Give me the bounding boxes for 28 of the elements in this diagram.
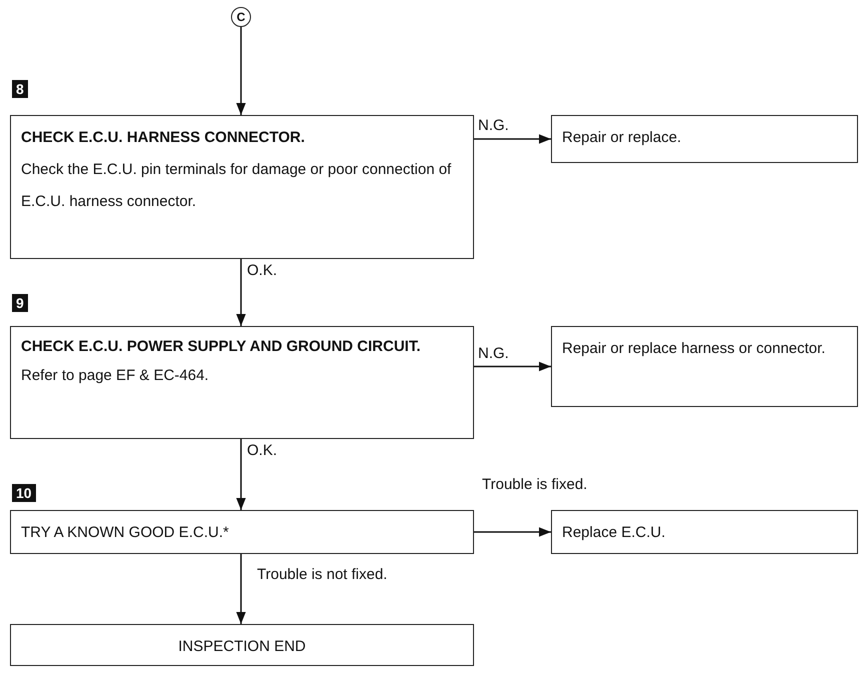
box-text: TRY A KNOWN GOOD E.C.U.* xyxy=(21,523,230,543)
box-text: C xyxy=(236,11,246,23)
process-box xyxy=(10,326,474,439)
arrow xyxy=(236,439,246,510)
arrow xyxy=(474,134,551,144)
step-heading: CHECK E.C.U. POWER SUPPLY AND GROUND CIRCUIT. xyxy=(21,337,422,357)
step-number: 9 xyxy=(12,294,28,312)
connector-circle xyxy=(231,7,251,27)
step-number: 8 xyxy=(12,80,28,98)
arrow xyxy=(474,362,551,372)
box-text: Check the E.C.U. pin terminals for damage or poor connection of E.C.U. harness connector. xyxy=(21,160,452,212)
box-text: Repair or replace harness or connector. xyxy=(562,339,826,359)
arrow xyxy=(236,259,246,326)
arrow xyxy=(474,527,551,537)
box-text: Replace E.C.U. xyxy=(562,523,666,543)
step-heading: CHECK E.C.U. HARNESS CONNECTOR. xyxy=(21,128,306,148)
box-text: Refer to page EF & EC-464. xyxy=(21,366,210,386)
box-text: INSPECTION END xyxy=(177,637,307,657)
process-box xyxy=(551,115,858,163)
process-box xyxy=(551,326,858,407)
box-text: Repair or replace. xyxy=(562,128,682,148)
process-box xyxy=(10,624,474,666)
arrow xyxy=(236,27,246,115)
process-box xyxy=(10,510,474,554)
process-box xyxy=(551,510,858,554)
process-box xyxy=(10,115,474,259)
arrow xyxy=(236,554,246,624)
step-number: 10 xyxy=(12,484,36,502)
